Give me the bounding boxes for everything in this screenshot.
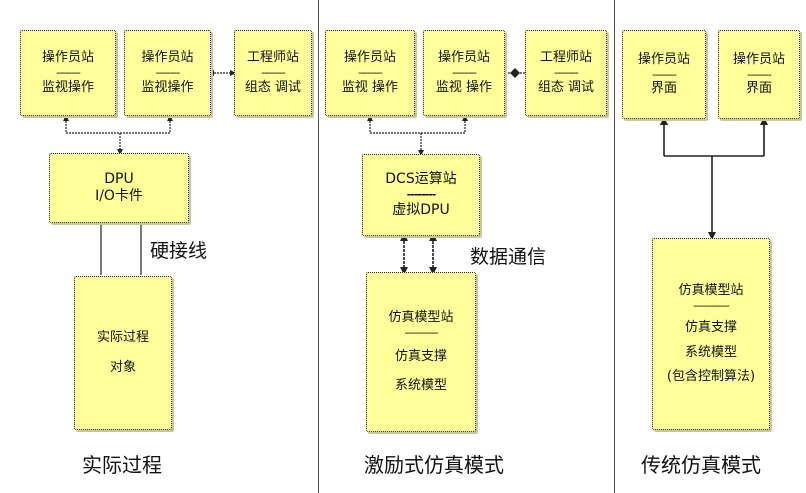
station-title: 操作员站 [41,50,94,66]
hardwire-label: 硬接线 [150,240,208,262]
panel-separator-2 [614,0,615,493]
dpu-box: DPU I/O卡件 [49,153,189,223]
panel2-connectors [367,68,525,275]
operator-station-1: 操作员站 -------- 界面 [622,30,706,119]
station-function: 组态 调试 [537,79,595,95]
simulation-model-station: 仿真模型站 ------------ 仿真支撑 系统模型 (包含控制算法) [652,238,770,430]
model-station-line2: 仿真支撑 [394,349,447,365]
station-function: 监视 操作 [435,79,493,95]
dpu-title: DPU [104,170,134,187]
model-station-line4: (包含控制算法) [666,368,756,384]
dcs-compute-station: DCS运算站 -------- 虚拟DPU [362,154,480,236]
simulation-model-station: 仿真模型站 ----------- 仿真支撑 系统模型 [366,272,476,432]
station-function: 监视 操作 [341,79,399,95]
station-divider: -------- [747,67,772,81]
model-station-line3: 系统模型 [394,377,447,393]
station-title: 工程师站 [539,50,592,66]
station-title: 操作员站 [141,50,194,66]
station-title: 操作员站 [732,51,785,67]
panel1-connectors [63,70,236,275]
station-function: 界面 [650,81,677,97]
real-process-box: 实际过程 对象 [74,276,172,430]
station-divider: -------- [261,66,286,80]
engineer-station: 工程师站 -------- 组态 调试 [525,30,607,116]
panel3-connectors [660,117,768,240]
process-subtitle: 对象 [109,360,136,375]
station-divider: -------- [554,66,579,80]
model-station-title: 仿真模型站 [388,310,454,326]
panel2-caption: 激励式仿真模式 [364,453,504,477]
operator-station-2: 操作员站 -------- 监视操作 [124,30,211,116]
station-divider: -------- [652,67,677,81]
data-comm-label: 数据通信 [470,246,547,268]
station-function: 监视操作 [141,79,194,95]
operator-station-1: 操作员站 -------- 监视 操作 [325,30,415,116]
station-divider: -------- [56,66,81,80]
dcs-subtitle: 虚拟DPU [392,201,450,218]
model-station-divider: ------------ [693,299,730,313]
station-function: 组态 调试 [244,79,302,95]
station-divider: -------- [155,66,181,80]
station-function: 界面 [745,81,772,97]
model-station-divider: ----------- [404,326,439,340]
model-station-line2: 仿真支撑 [684,320,737,336]
operator-station-2: 操作员站 -------- 监视 操作 [423,30,505,116]
station-function: 监视操作 [41,79,94,95]
panel-separator-1 [318,0,319,493]
model-station-title: 仿真模型站 [678,282,744,298]
process-title: 实际过程 [96,329,149,345]
operator-station-2: 操作员站 -------- 界面 [718,30,800,119]
panel1-caption: 实际过程 [82,453,162,477]
station-title: 工程师站 [246,50,299,66]
model-station-line3: 系统模型 [684,344,737,360]
dpu-subtitle: I/O卡件 [95,188,143,204]
panel3-caption: 传统仿真模式 [641,453,761,477]
station-title: 操作员站 [437,50,490,66]
dcs-divider: -------- [406,188,437,202]
station-title: 操作员站 [343,50,396,66]
engineer-station: 工程师站 -------- 组态 调试 [234,30,312,116]
dcs-title: DCS运算站 [385,170,457,187]
station-divider: -------- [452,66,477,80]
station-title: 操作员站 [637,51,690,67]
operator-station-1: 操作员站 -------- 监视操作 [20,30,116,116]
station-divider: -------- [358,66,383,80]
